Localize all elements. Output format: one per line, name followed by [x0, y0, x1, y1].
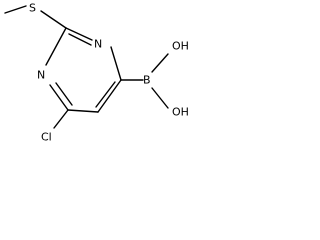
atom-nitrogen-left: N [37, 69, 45, 82]
atom-chlorine: Cl [41, 131, 52, 144]
bond-c6-n-left-inner [55, 82, 73, 106]
bond-c2-n-top-double [65, 27, 93, 41]
bond-c6-chlorine [53, 109, 69, 129]
bond-c6-n-left [49, 84, 69, 111]
chemical-structure: S N N Cl B OH OH [4, 2, 189, 144]
bond-c4-c5 [97, 79, 122, 113]
bond-c5-c6 [67, 109, 99, 113]
atom-sulfur: S [29, 2, 36, 15]
bond-n-top-c4 [110, 46, 122, 81]
atom-boron: B [143, 74, 151, 87]
bond-boron-oh-top [151, 53, 169, 73]
bond-c2-n-top-double-inner [68, 33, 92, 46]
atom-hydroxyl-top: OH [172, 40, 189, 53]
atom-nitrogen-top: N [94, 38, 102, 51]
bond-sulfur-c2 [40, 10, 67, 29]
bond-boron-oh-bottom [151, 87, 169, 109]
bond-c2-n-left [45, 27, 67, 66]
atom-hydroxyl-bottom: OH [172, 106, 189, 119]
bond-c4-c5-inner [95, 81, 116, 108]
bond-methyl-sulfur [4, 5, 27, 14]
